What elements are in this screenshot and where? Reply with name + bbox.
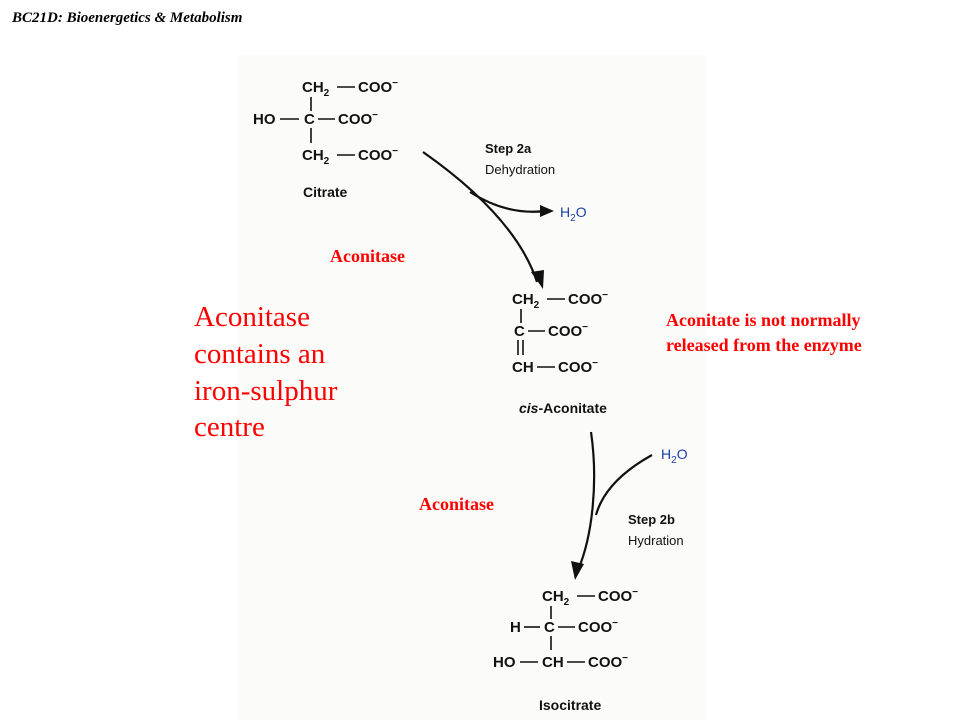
enzyme-label-bottom: Aconitase <box>419 494 494 514</box>
cis-aconitate-structure: CH2 COO− C COO− CH COO− cis-Aconitate <box>512 290 608 416</box>
isocitrate-ho: HO <box>493 654 516 671</box>
isocitrate-coo-top: COO− <box>598 587 638 605</box>
water-added: H2O <box>661 446 688 466</box>
citrate-coo-mid: COO− <box>338 110 378 128</box>
citrate-ch2-bottom: CH2 <box>302 147 330 167</box>
course-header: BC21D: Bioenergetics & Metabolism <box>12 10 243 26</box>
dehydration-main-arrow <box>422 151 539 283</box>
aconitate-release-note: Aconitate is not normally released from … <box>666 310 862 356</box>
arrowhead <box>571 561 584 580</box>
cis-aconitate-name: cis-Aconitate <box>519 400 607 416</box>
water-addition-arrow <box>594 454 653 516</box>
step-2a-title: Step 2a <box>485 141 532 156</box>
enzyme-label-top: Aconitase <box>330 246 405 266</box>
citrate-structure: CH2 COO− HO C COO− CH2 COO− Citrate <box>253 78 398 200</box>
iron-sulphur-note: Aconitase contains an iron-sulphur centr… <box>194 301 338 444</box>
isocitrate-coo-bottom: COO− <box>588 653 628 671</box>
water-released: H2O <box>560 204 587 224</box>
aconitate-coo-bottom: COO− <box>558 358 598 376</box>
citrate-coo-bottom: COO− <box>358 146 398 164</box>
water-release-arrow <box>469 191 546 213</box>
citrate-name: Citrate <box>303 184 348 200</box>
arrowhead <box>540 205 554 217</box>
hydration-main-arrow <box>576 431 596 571</box>
isocitrate-coo-mid: COO− <box>578 618 618 636</box>
step-2b-arrow <box>571 431 653 580</box>
isocitrate-c: C <box>544 619 555 636</box>
citrate-ch2-top: CH2 <box>302 79 330 99</box>
isocitrate-h: H <box>510 619 521 636</box>
arrowhead <box>531 270 544 289</box>
citrate-c: C <box>304 111 315 128</box>
step-2a-name: Dehydration <box>485 162 555 177</box>
isocitrate-structure: CH2 COO− H C COO− HO CH COO− Isocitrate <box>493 587 638 713</box>
aconitate-ch2: CH2 <box>512 291 540 311</box>
step-2b-title: Step 2b <box>628 512 675 527</box>
aconitate-ch: CH <box>512 359 534 376</box>
citrate-coo-top: COO− <box>358 78 398 96</box>
aconitate-coo-top: COO− <box>568 290 608 308</box>
step-2b-name: Hydration <box>628 533 684 548</box>
step-2a-arrow <box>422 151 554 289</box>
isocitrate-name: Isocitrate <box>539 697 601 713</box>
isocitrate-ch2: CH2 <box>542 588 570 608</box>
citrate-ho: HO <box>253 111 276 128</box>
isocitrate-ch: CH <box>542 654 564 671</box>
aconitate-coo-mid: COO− <box>548 322 588 340</box>
textbook-figure-panel <box>238 55 706 720</box>
aconitate-c: C <box>514 323 525 340</box>
